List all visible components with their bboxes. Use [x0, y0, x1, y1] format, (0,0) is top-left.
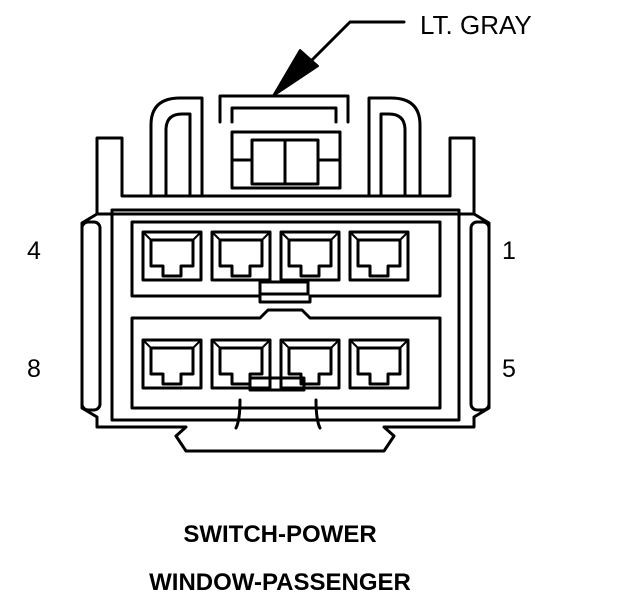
pin-number-8: 8 — [27, 355, 41, 383]
pin-cavities — [141, 230, 410, 390]
top-key-slot — [258, 280, 310, 296]
color-leader-arrow — [272, 20, 406, 97]
top-cavity-block — [130, 220, 442, 304]
pin-cavity — [279, 230, 341, 282]
pin-number-1: 1 — [502, 237, 516, 265]
pin-cavity — [348, 338, 410, 390]
connector-title-line2: WINDOW-PASSENGER — [149, 569, 411, 596]
mating-face — [110, 208, 461, 422]
wire-color-label: LT. GRAY — [420, 10, 532, 40]
left-side-rib — [80, 220, 102, 412]
right-side-rib — [469, 220, 491, 412]
pin-cavity — [348, 230, 410, 282]
pin-cavity — [141, 338, 203, 390]
bottom-cavity-block — [130, 308, 442, 410]
connector-housing — [80, 136, 491, 453]
locking-latch — [149, 94, 422, 198]
bottom-key-guide — [234, 398, 322, 430]
pin-number-5: 5 — [502, 355, 516, 383]
pin-cavity — [210, 338, 272, 390]
pin-cavity — [141, 230, 203, 282]
pin-number-4: 4 — [27, 237, 41, 265]
connector-title-line1: SWITCH-POWER — [183, 521, 377, 548]
pin-cavity — [210, 230, 272, 282]
pin-cavity — [279, 338, 341, 390]
